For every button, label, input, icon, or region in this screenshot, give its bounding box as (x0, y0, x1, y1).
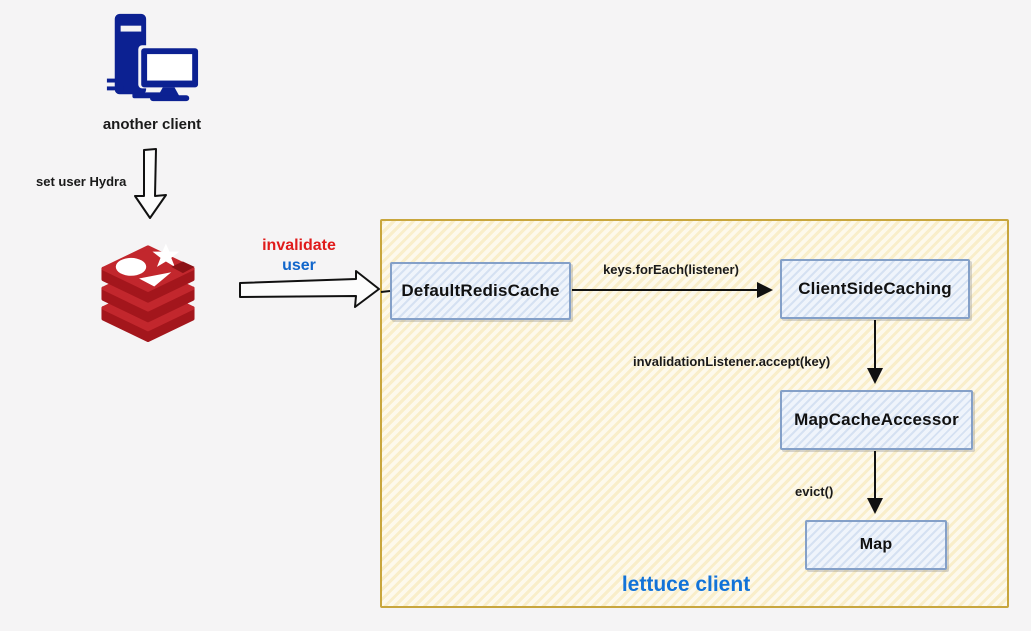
node-default-redis-cache: DefaultRedisCache (390, 262, 571, 320)
invalidate-arrow (239, 270, 380, 308)
set-user-arrow (134, 148, 167, 219)
lettuce-client-title: lettuce client (621, 573, 751, 596)
node-map-cache-accessor: MapCacheAccessor (780, 390, 973, 450)
computer-icon (106, 13, 200, 102)
redis-icon (101, 243, 195, 342)
edge-label-keys-foreach: keys.forEach(listener) (603, 262, 739, 277)
another-client-label: another client (102, 116, 202, 133)
edge-label-invalidation-listener: invalidationListener.accept(key) (633, 354, 831, 369)
edge-label-evict: evict() (795, 484, 834, 499)
node-client-side-caching: ClientSideCaching (780, 259, 970, 319)
user-label: user (282, 257, 316, 274)
arrow-tip-connector (380, 290, 391, 293)
node-map: Map (805, 520, 947, 570)
set-user-hydra-label: set user Hydra (36, 174, 127, 189)
invalidate-label: invalidate (262, 237, 336, 254)
